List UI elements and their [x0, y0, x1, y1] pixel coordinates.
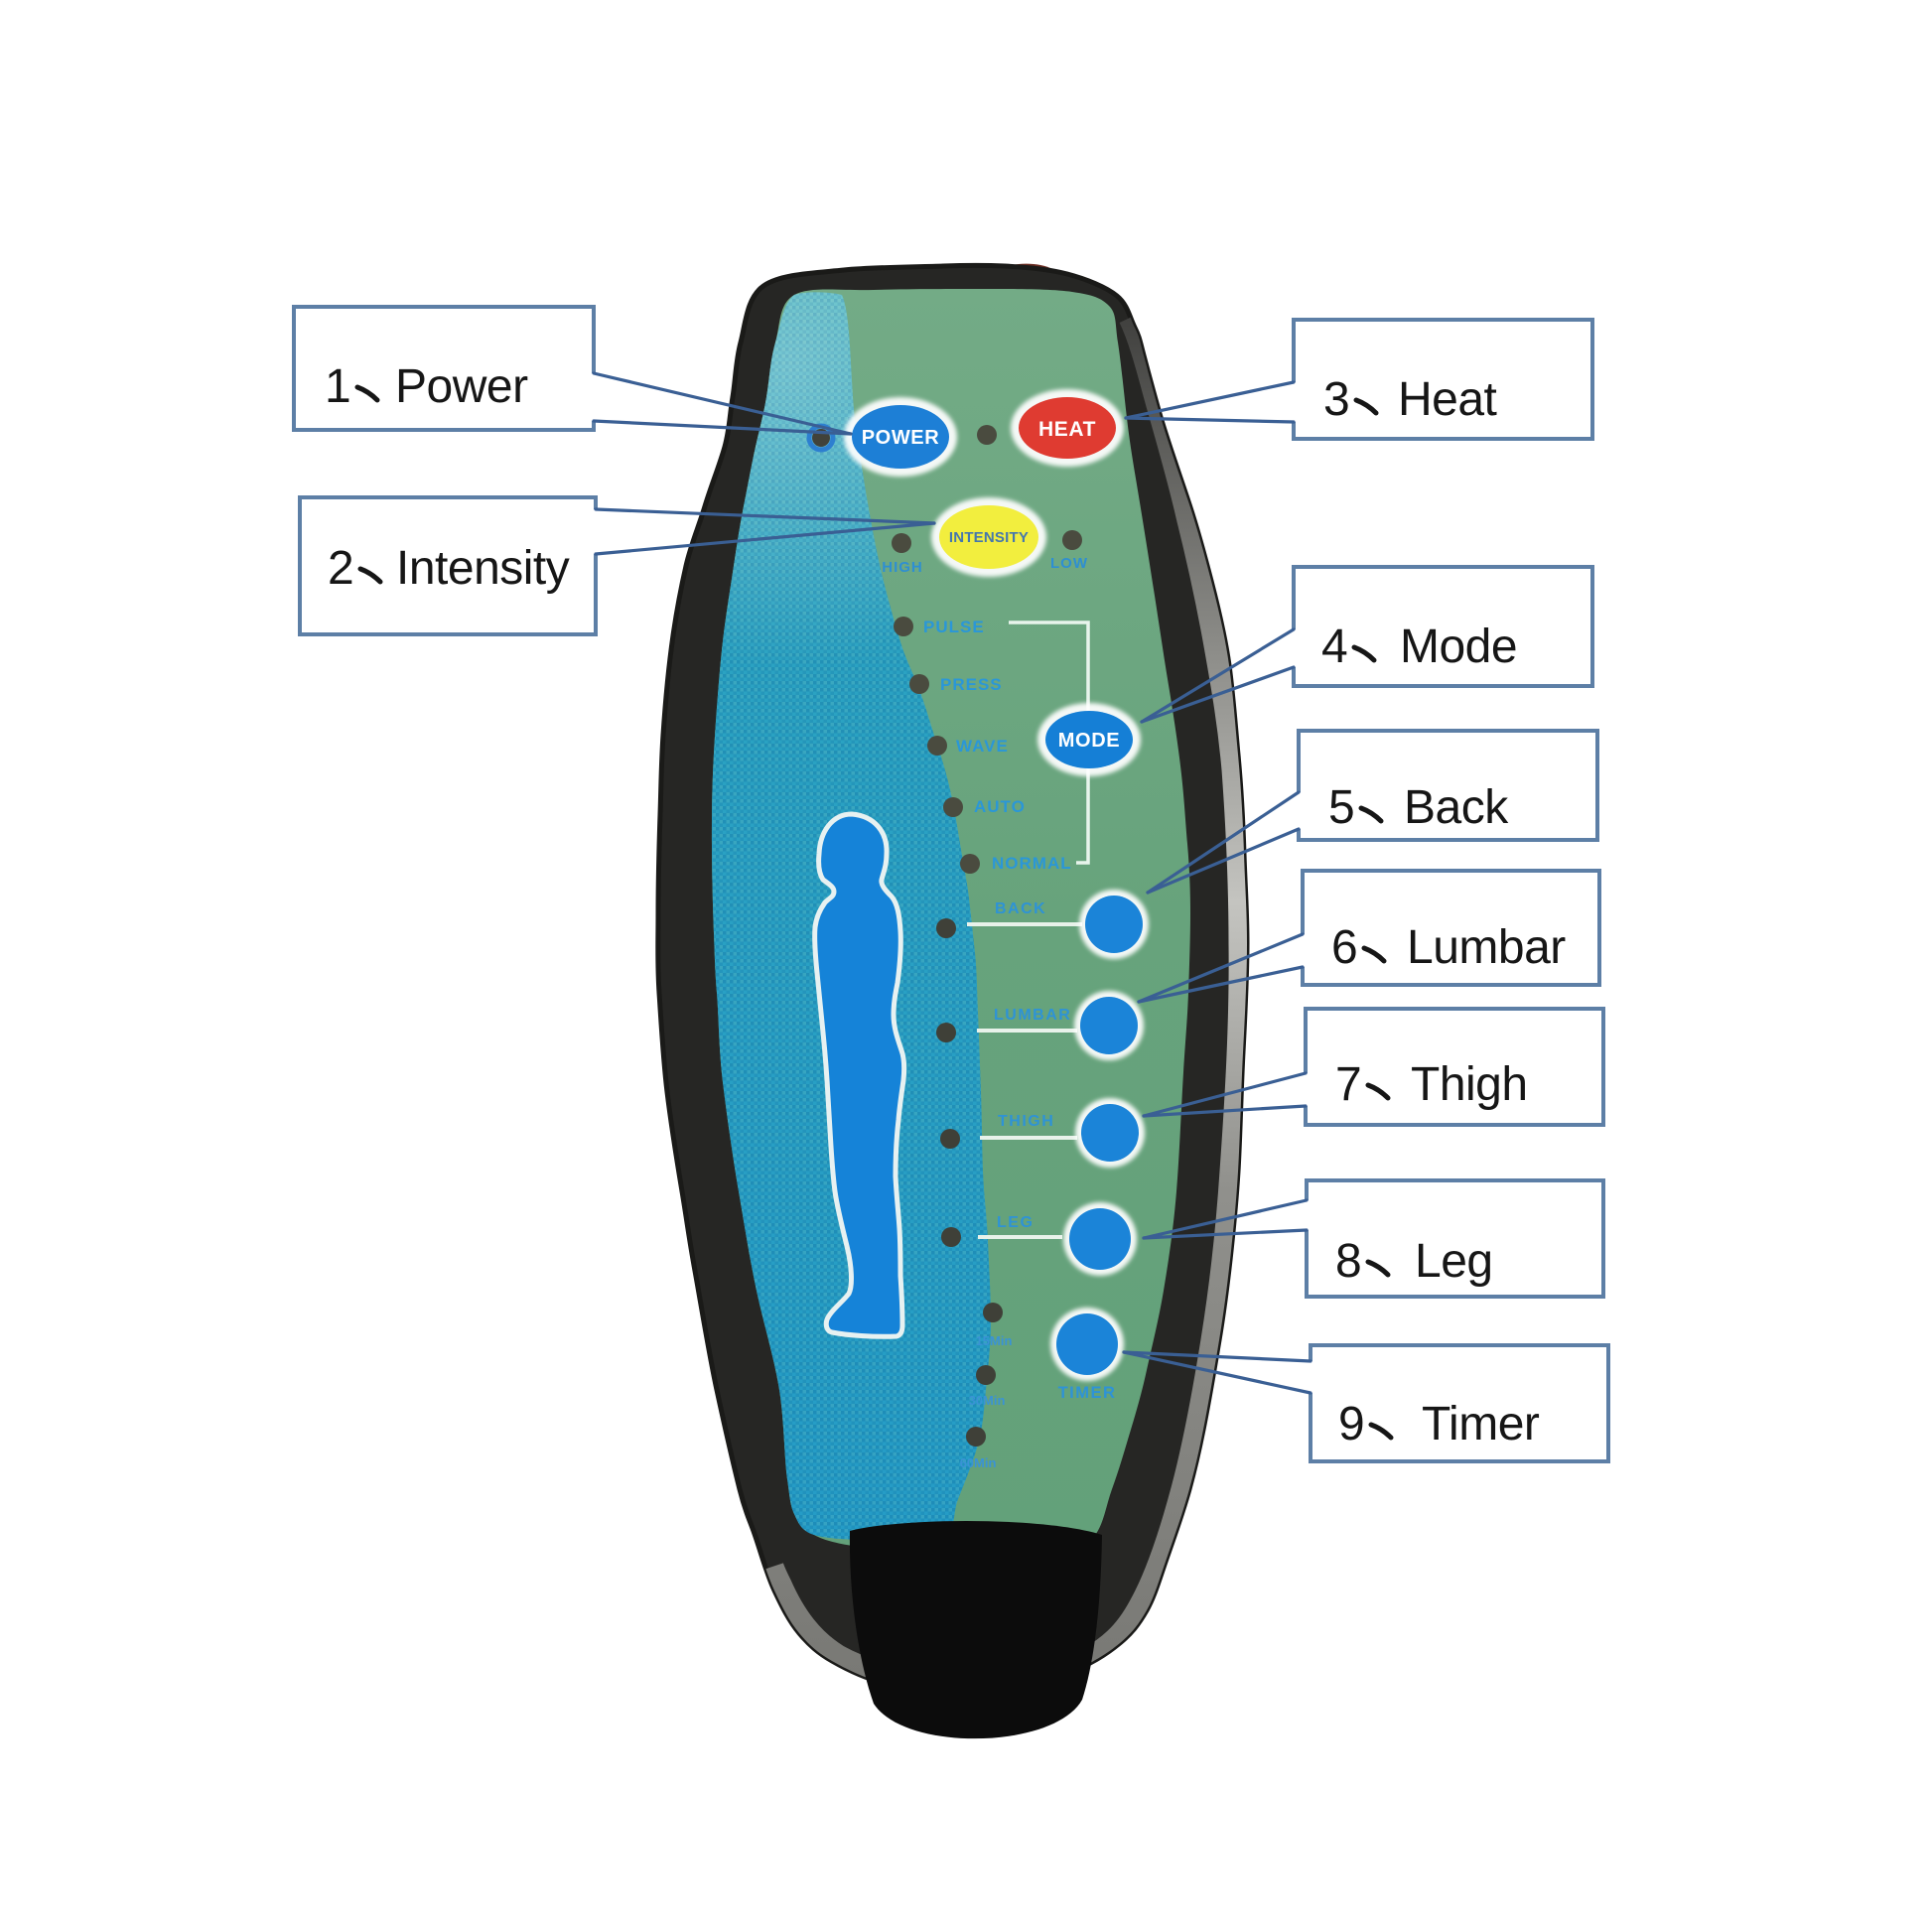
svg-text:8: 8 — [1335, 1235, 1361, 1288]
svg-text:Mode: Mode — [1400, 621, 1517, 673]
svg-text:HEAT: HEAT — [1038, 418, 1096, 441]
svg-text:Thigh: Thigh — [1411, 1058, 1528, 1111]
svg-text:9: 9 — [1338, 1398, 1364, 1450]
svg-text:BACK: BACK — [995, 900, 1046, 917]
svg-text:6: 6 — [1331, 921, 1357, 974]
svg-text:Intensity: Intensity — [396, 542, 570, 595]
svg-text:WAVE: WAVE — [956, 737, 1009, 756]
svg-text:3: 3 — [1323, 373, 1349, 426]
svg-text:LOW: LOW — [1050, 555, 1088, 572]
svg-text:AUTO: AUTO — [974, 797, 1026, 816]
svg-text:PULSE: PULSE — [923, 618, 985, 636]
svg-text:TIMER: TIMER — [1058, 1384, 1117, 1402]
svg-text:Back: Back — [1404, 781, 1509, 834]
svg-text:Power: Power — [395, 360, 528, 413]
svg-text:THIGH: THIGH — [998, 1113, 1054, 1130]
svg-text:Heat: Heat — [1398, 373, 1497, 426]
svg-text:Leg: Leg — [1415, 1235, 1493, 1288]
svg-text:LUMBAR: LUMBAR — [994, 1007, 1071, 1024]
svg-text:15Min: 15Min — [976, 1333, 1013, 1348]
svg-text:30Min: 30Min — [969, 1393, 1006, 1408]
svg-text:1: 1 — [325, 360, 350, 413]
svg-text:POWER: POWER — [862, 427, 940, 449]
svg-text:4: 4 — [1321, 621, 1347, 673]
svg-text:Lumbar: Lumbar — [1407, 921, 1566, 974]
svg-text:INTENSITY: INTENSITY — [949, 529, 1029, 546]
svg-text:Timer: Timer — [1422, 1398, 1540, 1450]
svg-text:60Min: 60Min — [960, 1455, 997, 1470]
svg-text:2: 2 — [328, 542, 353, 595]
svg-text:5: 5 — [1328, 781, 1354, 834]
svg-text:PRESS: PRESS — [940, 675, 1003, 694]
svg-text:HIGH: HIGH — [882, 559, 923, 576]
svg-text:7: 7 — [1335, 1058, 1361, 1111]
svg-text:LEG: LEG — [997, 1214, 1034, 1231]
svg-text:MODE: MODE — [1058, 730, 1120, 752]
svg-text:NORMAL: NORMAL — [992, 854, 1072, 873]
